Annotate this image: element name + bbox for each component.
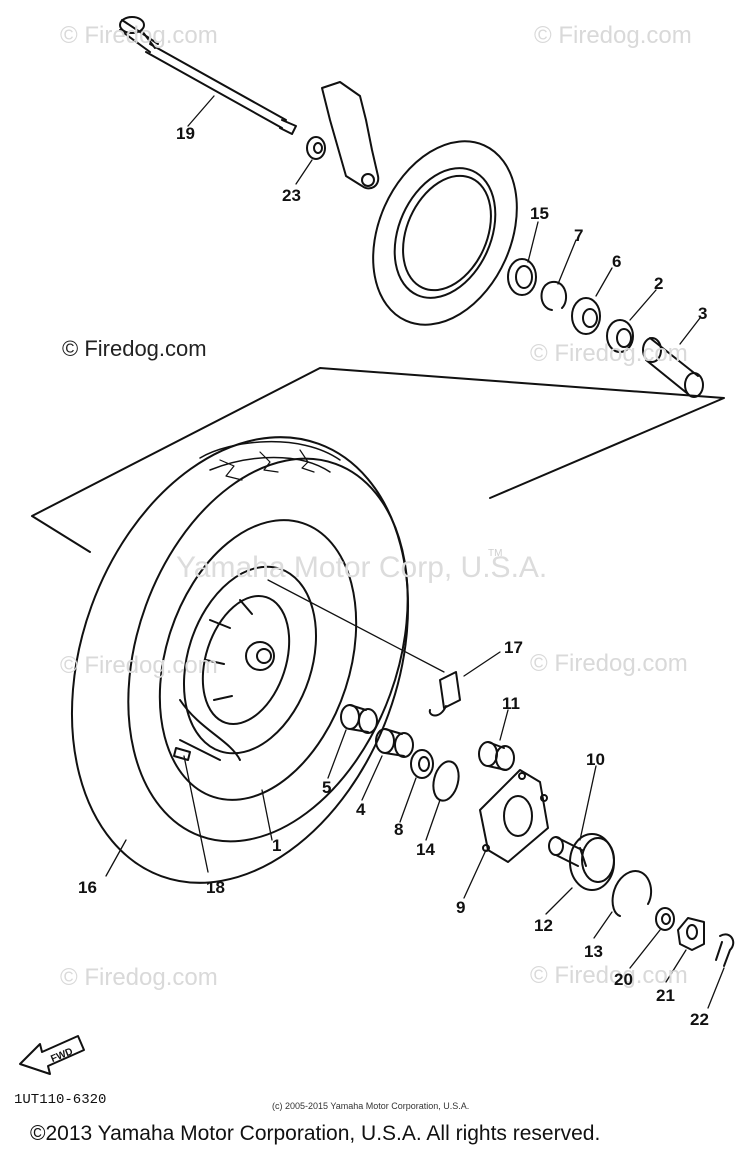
oring-14 <box>432 760 460 802</box>
bearing-8 <box>410 749 434 779</box>
callout-13: 13 <box>584 942 603 961</box>
callout-4: 4 <box>356 800 366 819</box>
callout-15: 15 <box>530 204 549 223</box>
small-copyright: (c) 2005-2015 Yamaha Motor Corporation, … <box>272 1101 470 1111</box>
callout-21: 21 <box>656 986 675 1005</box>
collar-11 <box>478 741 515 771</box>
callout-11: 11 <box>502 694 520 713</box>
callout-20: 20 <box>614 970 633 989</box>
ring-12 <box>569 833 615 891</box>
bolt-10 <box>548 836 587 867</box>
leader-lines <box>105 95 725 1009</box>
callout-14: 14 <box>416 840 435 859</box>
watermark-firedog: © Firedog.com <box>60 22 218 49</box>
seal-15 <box>507 258 537 296</box>
washer-23 <box>306 136 326 160</box>
watermark-firedog: © Firedog.com <box>60 652 218 679</box>
callout-5: 5 <box>322 778 332 797</box>
callout-2: 2 <box>654 274 664 293</box>
hub-9 <box>479 769 549 863</box>
caliper-bracket <box>321 81 380 190</box>
spacer-3 <box>642 337 704 398</box>
callout-12: 12 <box>534 916 553 935</box>
callout-9: 9 <box>456 898 466 917</box>
watermark-yamaha: Yamaha Motor Corp, U.S.A. <box>176 551 548 584</box>
watermark-firedog: © Firedog.com <box>530 650 688 677</box>
callout-3: 3 <box>698 304 708 323</box>
bearing-2 <box>606 319 634 353</box>
nut-21 <box>677 917 705 951</box>
watermark-firedog: © Firedog.com <box>534 22 692 49</box>
callout-23: 23 <box>282 186 301 205</box>
callout-7: 7 <box>574 226 584 245</box>
circlip-7 <box>540 280 568 311</box>
watermark-firedog: © Firedog.com <box>60 964 218 991</box>
cotter-pin-22 <box>715 933 735 967</box>
callout-16: 16 <box>78 878 97 897</box>
circlip-13 <box>611 870 653 917</box>
watermark-firedog: © Firedog.com <box>530 962 688 989</box>
valve-18 <box>173 747 191 761</box>
part-code: 1UT110-6320 <box>14 1092 107 1108</box>
callout-17: 17 <box>504 638 523 657</box>
watermark-tm: TM <box>488 548 503 559</box>
brake-disc <box>372 140 518 326</box>
callout-18: 18 <box>206 878 225 897</box>
callout-1: 1 <box>272 836 282 855</box>
spacer-4 <box>375 728 414 758</box>
fwd-arrow <box>19 1035 85 1075</box>
watermark-firedog: © Firedog.com <box>530 340 688 367</box>
callout-8: 8 <box>394 820 404 839</box>
callout-6: 6 <box>612 252 622 271</box>
callout-10: 10 <box>586 750 605 769</box>
spacer-5 <box>340 704 378 734</box>
axle-19 <box>119 16 297 135</box>
bearing-6 <box>571 297 601 335</box>
wheel-1 <box>158 519 358 801</box>
fitting-17 <box>428 671 461 717</box>
watermark-firedog-dark: © Firedog.com <box>62 336 207 361</box>
callout-19: 19 <box>176 124 195 143</box>
copyright-notice: ©2013 Yamaha Motor Corporation, U.S.A. A… <box>30 1122 601 1145</box>
washer-20 <box>655 907 675 931</box>
separator-outline <box>31 367 725 553</box>
callout-22: 22 <box>690 1010 709 1029</box>
